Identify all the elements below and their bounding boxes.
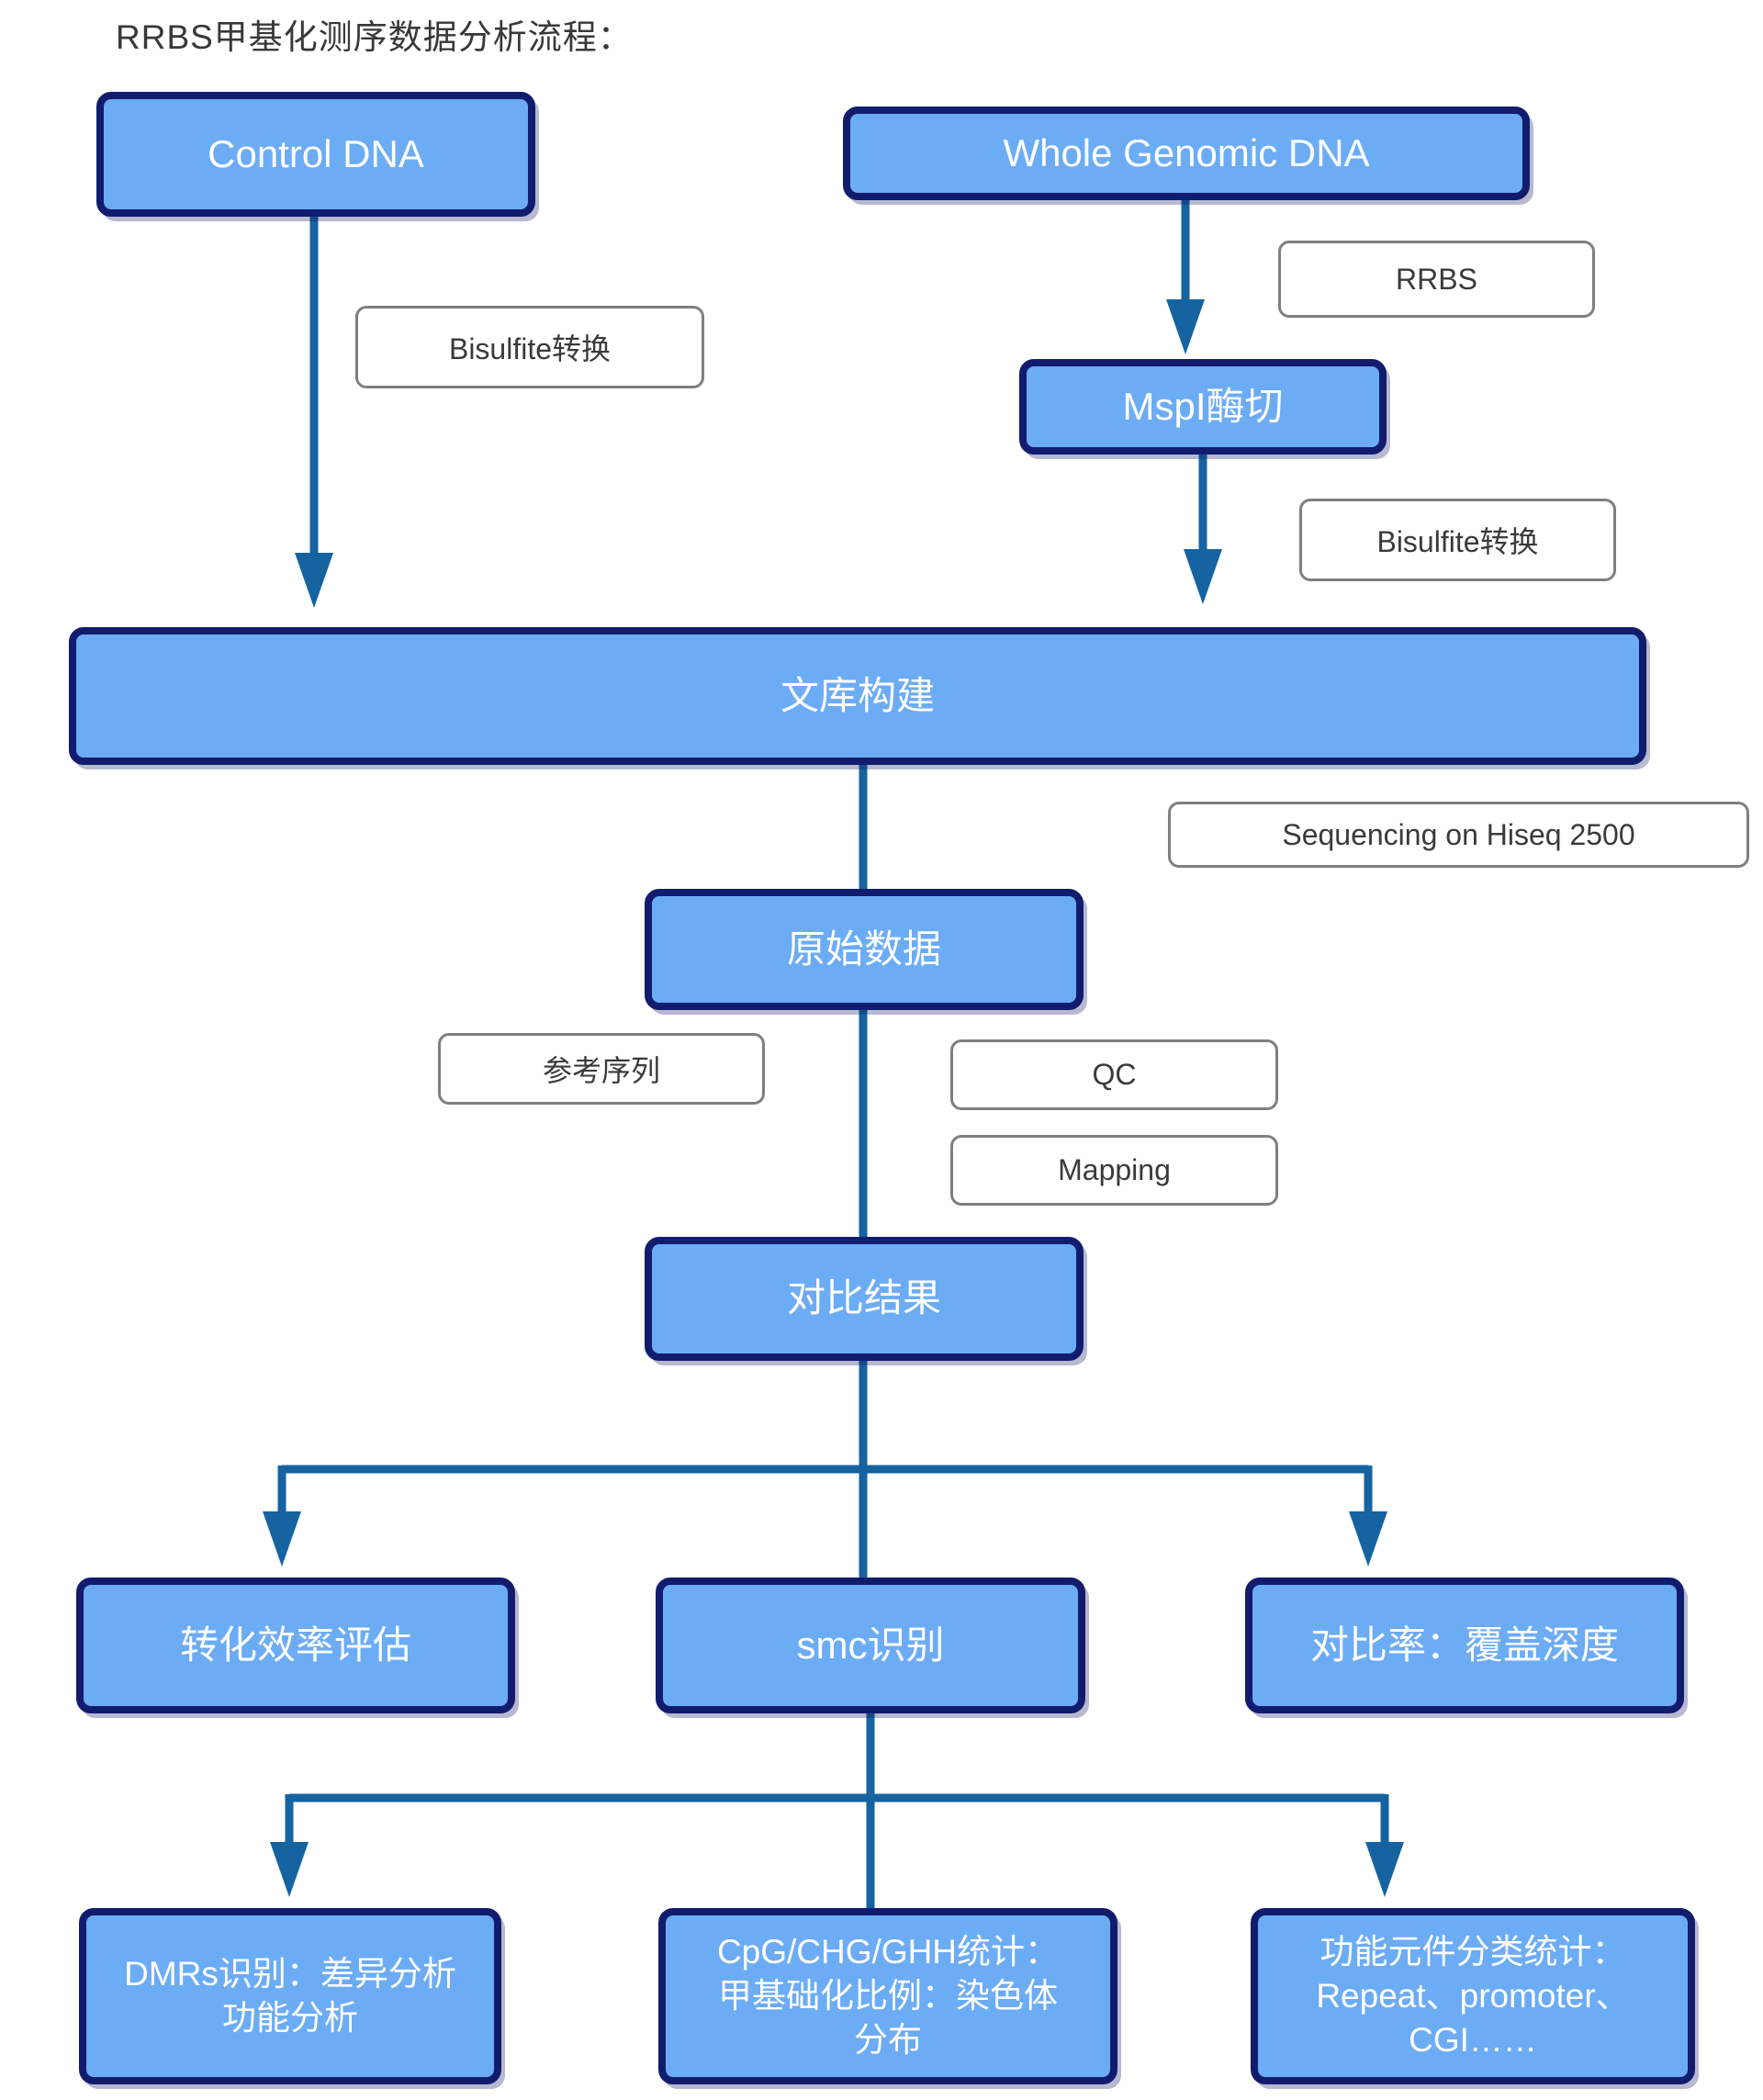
node-control-dna: Control DNA — [96, 92, 535, 217]
node-alignment-rate-coverage: 对比率：覆盖深度 — [1245, 1578, 1684, 1713]
flowchart-title: RRBS甲基化测序数据分析流程： — [116, 18, 633, 56]
node-whole-genomic-dna: Whole Genomic DNA — [843, 107, 1530, 200]
node-dmrs-identification: DMRs识别：差异分析 功能分析 — [79, 1908, 501, 2084]
label-bisulfite-conversion-left: Bisulfite转换 — [355, 306, 704, 388]
label-mapping: Mapping — [950, 1135, 1278, 1206]
label-reference-sequence: 参考序列 — [438, 1033, 765, 1105]
node-raw-data: 原始数据 — [645, 889, 1084, 1010]
arrow-wgd-to-mspi — [1166, 198, 1205, 354]
node-conversion-efficiency: 转化效率评估 — [76, 1578, 515, 1713]
label-rrbs: RRBS — [1278, 241, 1595, 318]
node-mspi-digestion: MspI酶切 — [1019, 359, 1387, 455]
branch-smc-to-bottom-row — [270, 1713, 1404, 1912]
arrow-mspi-to-library — [1184, 455, 1222, 604]
node-smc-identification: smc识别 — [656, 1578, 1085, 1713]
label-qc: QC — [950, 1039, 1278, 1110]
arrow-control-dna-to-library — [295, 217, 333, 608]
node-library-construction: 文库构建 — [69, 627, 1646, 765]
node-functional-elements: 功能元件分类统计： Repeat、promoter、 CGI…… — [1251, 1908, 1695, 2084]
branch-alignment-to-middle-row — [263, 1359, 1387, 1581]
label-bisulfite-conversion-right: Bisulfite转换 — [1299, 499, 1616, 581]
node-alignment-result: 对比结果 — [645, 1237, 1084, 1361]
label-sequencing-hiseq: Sequencing on Hiseq 2500 — [1168, 802, 1749, 868]
node-cpg-chg-ghh-stats: CpG/CHG/GHH统计： 甲基础化比例：染色体 分布 — [658, 1908, 1117, 2084]
